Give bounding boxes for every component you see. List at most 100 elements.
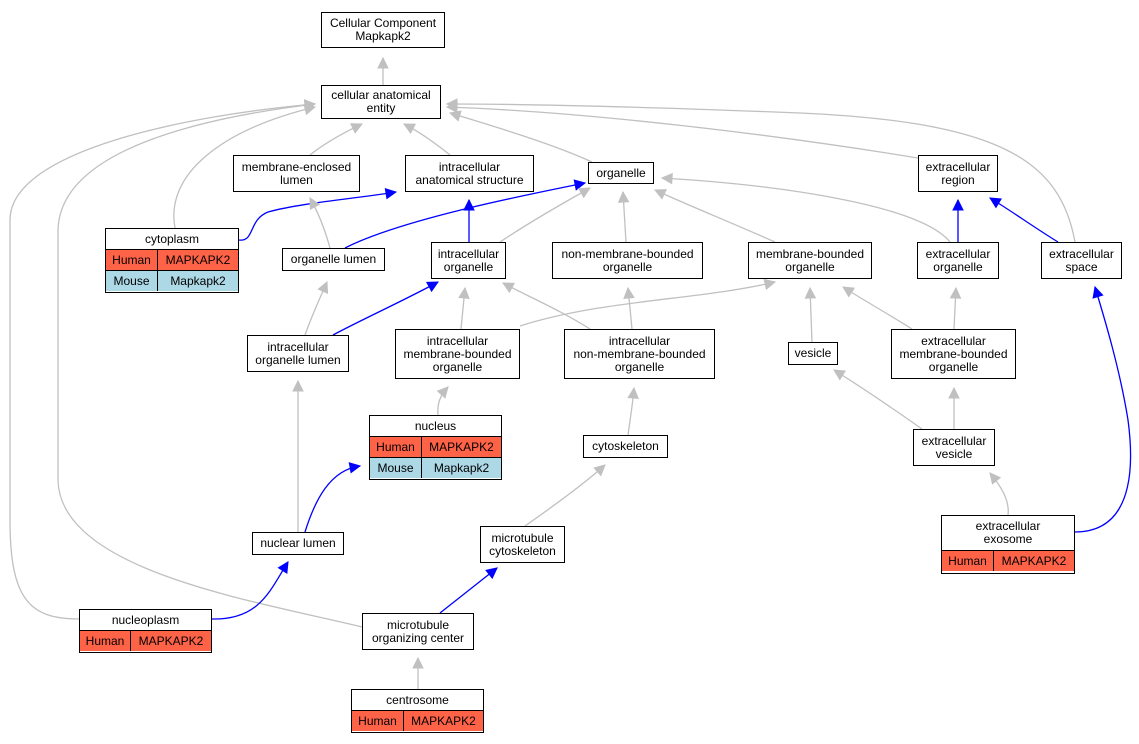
edge-microtubule-organizing-center-to-microtubule-cytoskeleton-arrowhead <box>485 567 498 580</box>
node-extracellular-membrane-bounded-organelle[interactable]: extracellular membrane-bounded organelle <box>891 329 1016 379</box>
edge-vesicle-to-membrane-bounded-organelle-arrowhead <box>804 286 817 299</box>
species-label: Human <box>352 711 404 731</box>
node-extracellular-organelle[interactable]: extracellular organelle <box>917 242 999 279</box>
edge-organelle-to-cellular-anatomical-entity <box>449 112 593 163</box>
edge-extracellular-exosome-to-extracellular-space-arrowhead <box>1092 285 1104 299</box>
centrosome-title: centrosome <box>352 690 483 711</box>
node-nucleoplasm[interactable]: nucleoplasm Human MAPKAPK2 <box>79 609 212 653</box>
node-membrane-bounded-organelle[interactable]: membrane-bounded organelle <box>748 242 872 279</box>
root-line2: Mapkapk2 <box>355 29 411 43</box>
gene-label: MAPKAPK2 <box>422 437 501 457</box>
gene-label: Mapkapk2 <box>158 271 238 291</box>
gene-label: MAPKAPK2 <box>131 631 211 651</box>
species-label: Human <box>106 250 158 270</box>
edge-extracellular-space-to-cellular-anatomical-entity-arrowhead <box>445 98 458 110</box>
edge-nuclear-lumen-to-nucleus-arrowhead <box>348 462 362 474</box>
node-intracellular-non-membrane-bounded-organelle[interactable]: intracellular non-membrane-bounded organ… <box>564 329 715 379</box>
extracellular-exosome-title: extracellular exosome <box>942 516 1074 551</box>
edge-intracellular-organelle-lumen-to-intracellular-organelle <box>332 281 439 336</box>
node-microtubule-organizing-center[interactable]: microtubule organizing center <box>362 613 474 650</box>
node-organelle-lumen[interactable]: organelle lumen <box>282 248 385 271</box>
nucleus-title: nucleus <box>370 416 501 437</box>
edge-microtubule-cytoskeleton-to-cytoskeleton-arrowhead <box>593 464 606 477</box>
edge-extracellular-region-to-cellular-anatomical-entity <box>446 106 931 161</box>
edge-extracellular-space-to-extracellular-region <box>989 197 1059 243</box>
node-extracellular-space[interactable]: extracellular space <box>1041 242 1122 279</box>
node-centrosome[interactable]: centrosome Human MAPKAPK2 <box>351 689 484 733</box>
edge-organelle-to-cellular-anatomical-entity-arrowhead <box>448 110 462 122</box>
node-membrane-enclosed-lumen[interactable]: membrane-enclosed lumen <box>233 155 360 192</box>
edge-membrane-enclosed-lumen-to-cellular-anatomical-entity-arrowhead <box>350 123 364 134</box>
cytoplasm-human-row: Human MAPKAPK2 <box>106 250 238 271</box>
edge-cytoplasm-to-cellular-anatomical-entity <box>173 106 316 229</box>
edge-cytoplasm-to-intracellular-anatomical-structure <box>238 191 397 241</box>
edge-nucleoplasm-to-cellular-anatomical-entity <box>9 103 316 620</box>
centrosome-human-row: Human MAPKAPK2 <box>352 711 483 731</box>
species-label: Mouse <box>106 271 158 291</box>
node-cytoplasm[interactable]: cytoplasm Human MAPKAPK2 Mouse Mapkapk2 <box>105 228 239 293</box>
node-nuclear-lumen[interactable]: nuclear lumen <box>252 532 344 555</box>
species-label: Human <box>80 631 131 651</box>
edge-extracellular-membrane-bounded-organelle-to-extracellular-organelle-arrowhead <box>949 286 962 299</box>
edge-intracellular-non-membrane-bounded-organelle-to-intracellular-organelle <box>502 282 591 330</box>
edge-cellular-anatomical-entity-to-root-arrowhead <box>377 56 389 69</box>
edge-intracellular-membrane-bounded-organelle-to-membrane-bounded-organelle <box>519 281 776 327</box>
edge-intracellular-organelle-to-organelle <box>499 187 591 243</box>
node-vesicle[interactable]: vesicle <box>788 342 838 365</box>
edge-intracellular-membrane-bounded-organelle-to-intracellular-organelle-arrowhead <box>458 286 470 300</box>
gene-label: MAPKAPK2 <box>404 711 483 731</box>
edge-membrane-bounded-organelle-to-organelle-arrowhead <box>653 189 667 200</box>
edge-cytoskeleton-to-intracellular-non-membrane-bounded-organelle-arrowhead <box>627 386 639 399</box>
node-cellular-anatomical-entity[interactable]: cellular anatomical entity <box>321 85 441 119</box>
edge-cytoplasm-to-intracellular-anatomical-structure-arrowhead <box>384 187 398 200</box>
node-extracellular-exosome[interactable]: extracellular exosome Human MAPKAPK2 <box>941 515 1075 574</box>
node-intracellular-membrane-bounded-organelle[interactable]: intracellular membrane-bounded organelle <box>395 329 520 379</box>
edge-intracellular-organelle-lumen-to-intracellular-organelle-arrowhead <box>426 281 439 293</box>
edge-microtubule-organizing-center-to-cellular-anatomical-entity-arrowhead <box>303 99 317 112</box>
nucleus-human-row: Human MAPKAPK2 <box>370 437 501 458</box>
edge-extracellular-vesicle-to-vesicle-arrowhead <box>833 369 846 381</box>
edge-intracellular-organelle-to-organelle-arrowhead <box>578 187 591 199</box>
node-intracellular-organelle-lumen[interactable]: intracellular organelle lumen <box>247 335 349 372</box>
edge-nucleoplasm-to-nuclear-lumen <box>211 561 289 620</box>
gene-label: MAPKAPK2 <box>158 250 238 270</box>
node-non-membrane-bounded-organelle[interactable]: non-membrane-bounded organelle <box>552 242 703 279</box>
node-cytoskeleton[interactable]: cytoskeleton <box>583 435 668 458</box>
cytoplasm-mouse-row: Mouse Mapkapk2 <box>106 271 238 291</box>
edge-nuclear-lumen-to-nucleus <box>304 465 361 533</box>
edge-intracellular-non-membrane-bounded-organelle-to-intracellular-organelle-arrowhead <box>502 282 515 294</box>
edge-organelle-lumen-to-membrane-enclosed-lumen-arrowhead <box>309 197 321 210</box>
edge-extracellular-space-to-extracellular-region-arrowhead <box>989 197 1002 209</box>
edge-organelle-lumen-to-organelle <box>344 182 586 249</box>
node-extracellular-vesicle[interactable]: extracellular vesicle <box>913 429 995 466</box>
edge-intracellular-anatomical-structure-to-cellular-anatomical-entity-arrowhead <box>403 123 416 134</box>
edge-intracellular-non-membrane-bounded-organelle-to-non-membrane-bounded-organelle-arrowhead <box>623 286 635 300</box>
species-label: Human <box>942 551 994 571</box>
nucleoplasm-human-row: Human MAPKAPK2 <box>80 631 211 651</box>
node-extracellular-region[interactable]: extracellular region <box>918 155 998 192</box>
edge-extracellular-exosome-to-extracellular-vesicle-arrowhead <box>989 472 1002 485</box>
edge-extracellular-vesicle-to-extracellular-membrane-bounded-organelle-arrowhead <box>948 386 960 399</box>
edge-membrane-bounded-organelle-to-organelle <box>654 189 776 243</box>
edge-extracellular-organelle-to-extracellular-region-arrowhead <box>952 198 964 211</box>
edge-nucleoplasm-to-nuclear-lumen-arrowhead <box>277 561 289 574</box>
node-organelle[interactable]: organelle <box>588 162 654 184</box>
edge-extracellular-organelle-to-organelle-arrowhead <box>660 172 673 185</box>
node-intracellular-anatomical-structure[interactable]: intracellular anatomical structure <box>405 155 534 192</box>
edge-intracellular-membrane-bounded-organelle-to-membrane-bounded-organelle-arrowhead <box>763 278 777 291</box>
node-nucleus[interactable]: nucleus Human MAPKAPK2 Mouse Mapkapk2 <box>369 415 502 480</box>
species-label: Mouse <box>370 458 422 478</box>
edge-microtubule-organizing-center-to-cellular-anatomical-entity <box>57 103 363 628</box>
species-label: Human <box>370 437 422 457</box>
edge-intracellular-organelle-to-intracellular-anatomical-structure-arrowhead <box>463 198 475 211</box>
edge-nuclear-lumen-to-intracellular-organelle-lumen-arrowhead <box>292 379 304 392</box>
edge-extracellular-membrane-bounded-organelle-to-membrane-bounded-organelle-arrowhead <box>842 286 855 298</box>
node-microtubule-cytoskeleton[interactable]: microtubule cytoskeleton <box>480 526 565 563</box>
node-intracellular-organelle[interactable]: intracellular organelle <box>431 242 506 279</box>
root-line1: Cellular Component <box>329 16 437 30</box>
edge-microtubule-cytoskeleton-to-cytoskeleton <box>524 464 606 527</box>
edge-non-membrane-bounded-organelle-to-organelle-arrowhead <box>617 190 630 203</box>
edge-centrosome-to-microtubule-organizing-center-arrowhead <box>412 656 424 669</box>
